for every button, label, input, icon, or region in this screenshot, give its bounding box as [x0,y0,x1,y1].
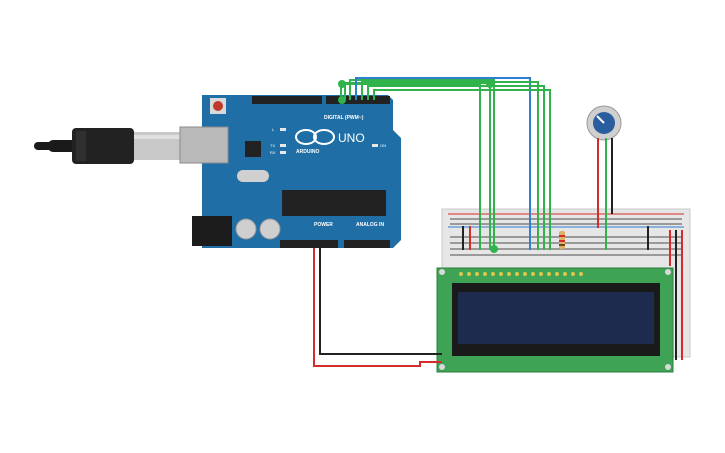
power-label: POWER [314,222,333,228]
wire-blue[interactable] [355,77,531,250]
on-label: ON [380,143,386,148]
lcd-16x2[interactable] [436,267,674,373]
lcd-pins [459,272,583,276]
arduino-uno-board[interactable]: UNO ARDUINO DIGITAL (PWM~) POWER ANALOG … [179,95,401,248]
digital-label: DIGITAL (PWM~) [324,115,364,121]
wire-green[interactable] [361,81,539,250]
lcd-screen [458,292,654,344]
led-label-tx: TX [270,143,275,148]
analog-label: ANALOG IN [356,222,384,228]
usb-plug-body [72,128,134,164]
wire-green[interactable] [373,89,551,250]
power-header [280,240,338,248]
led-label-l: L [272,127,275,132]
brand-label: ARDUINO [296,149,319,155]
led-label-rx: RX [270,150,276,155]
wire-black[interactable] [319,248,442,355]
wire-green[interactable] [349,79,495,250]
usb-cable[interactable] [34,128,180,164]
board-model: UNO [338,131,365,145]
potentiometer[interactable] [586,105,622,141]
capacitor [259,218,281,240]
capacitor [235,218,257,240]
usb-chip [245,141,261,157]
analog-header [344,240,390,248]
power-jack [192,216,232,246]
digital-header-b [326,96,390,104]
usb-cable-strain-relief [48,140,78,152]
usb-port [179,126,229,164]
wire-red[interactable] [313,248,442,367]
digital-header-a [252,96,322,104]
crystal [237,170,269,182]
arduino-logo [295,129,335,145]
atmega-chip [282,190,386,216]
wire-green[interactable] [367,85,545,250]
breadboard-holes [450,218,682,256]
wires [313,77,671,367]
